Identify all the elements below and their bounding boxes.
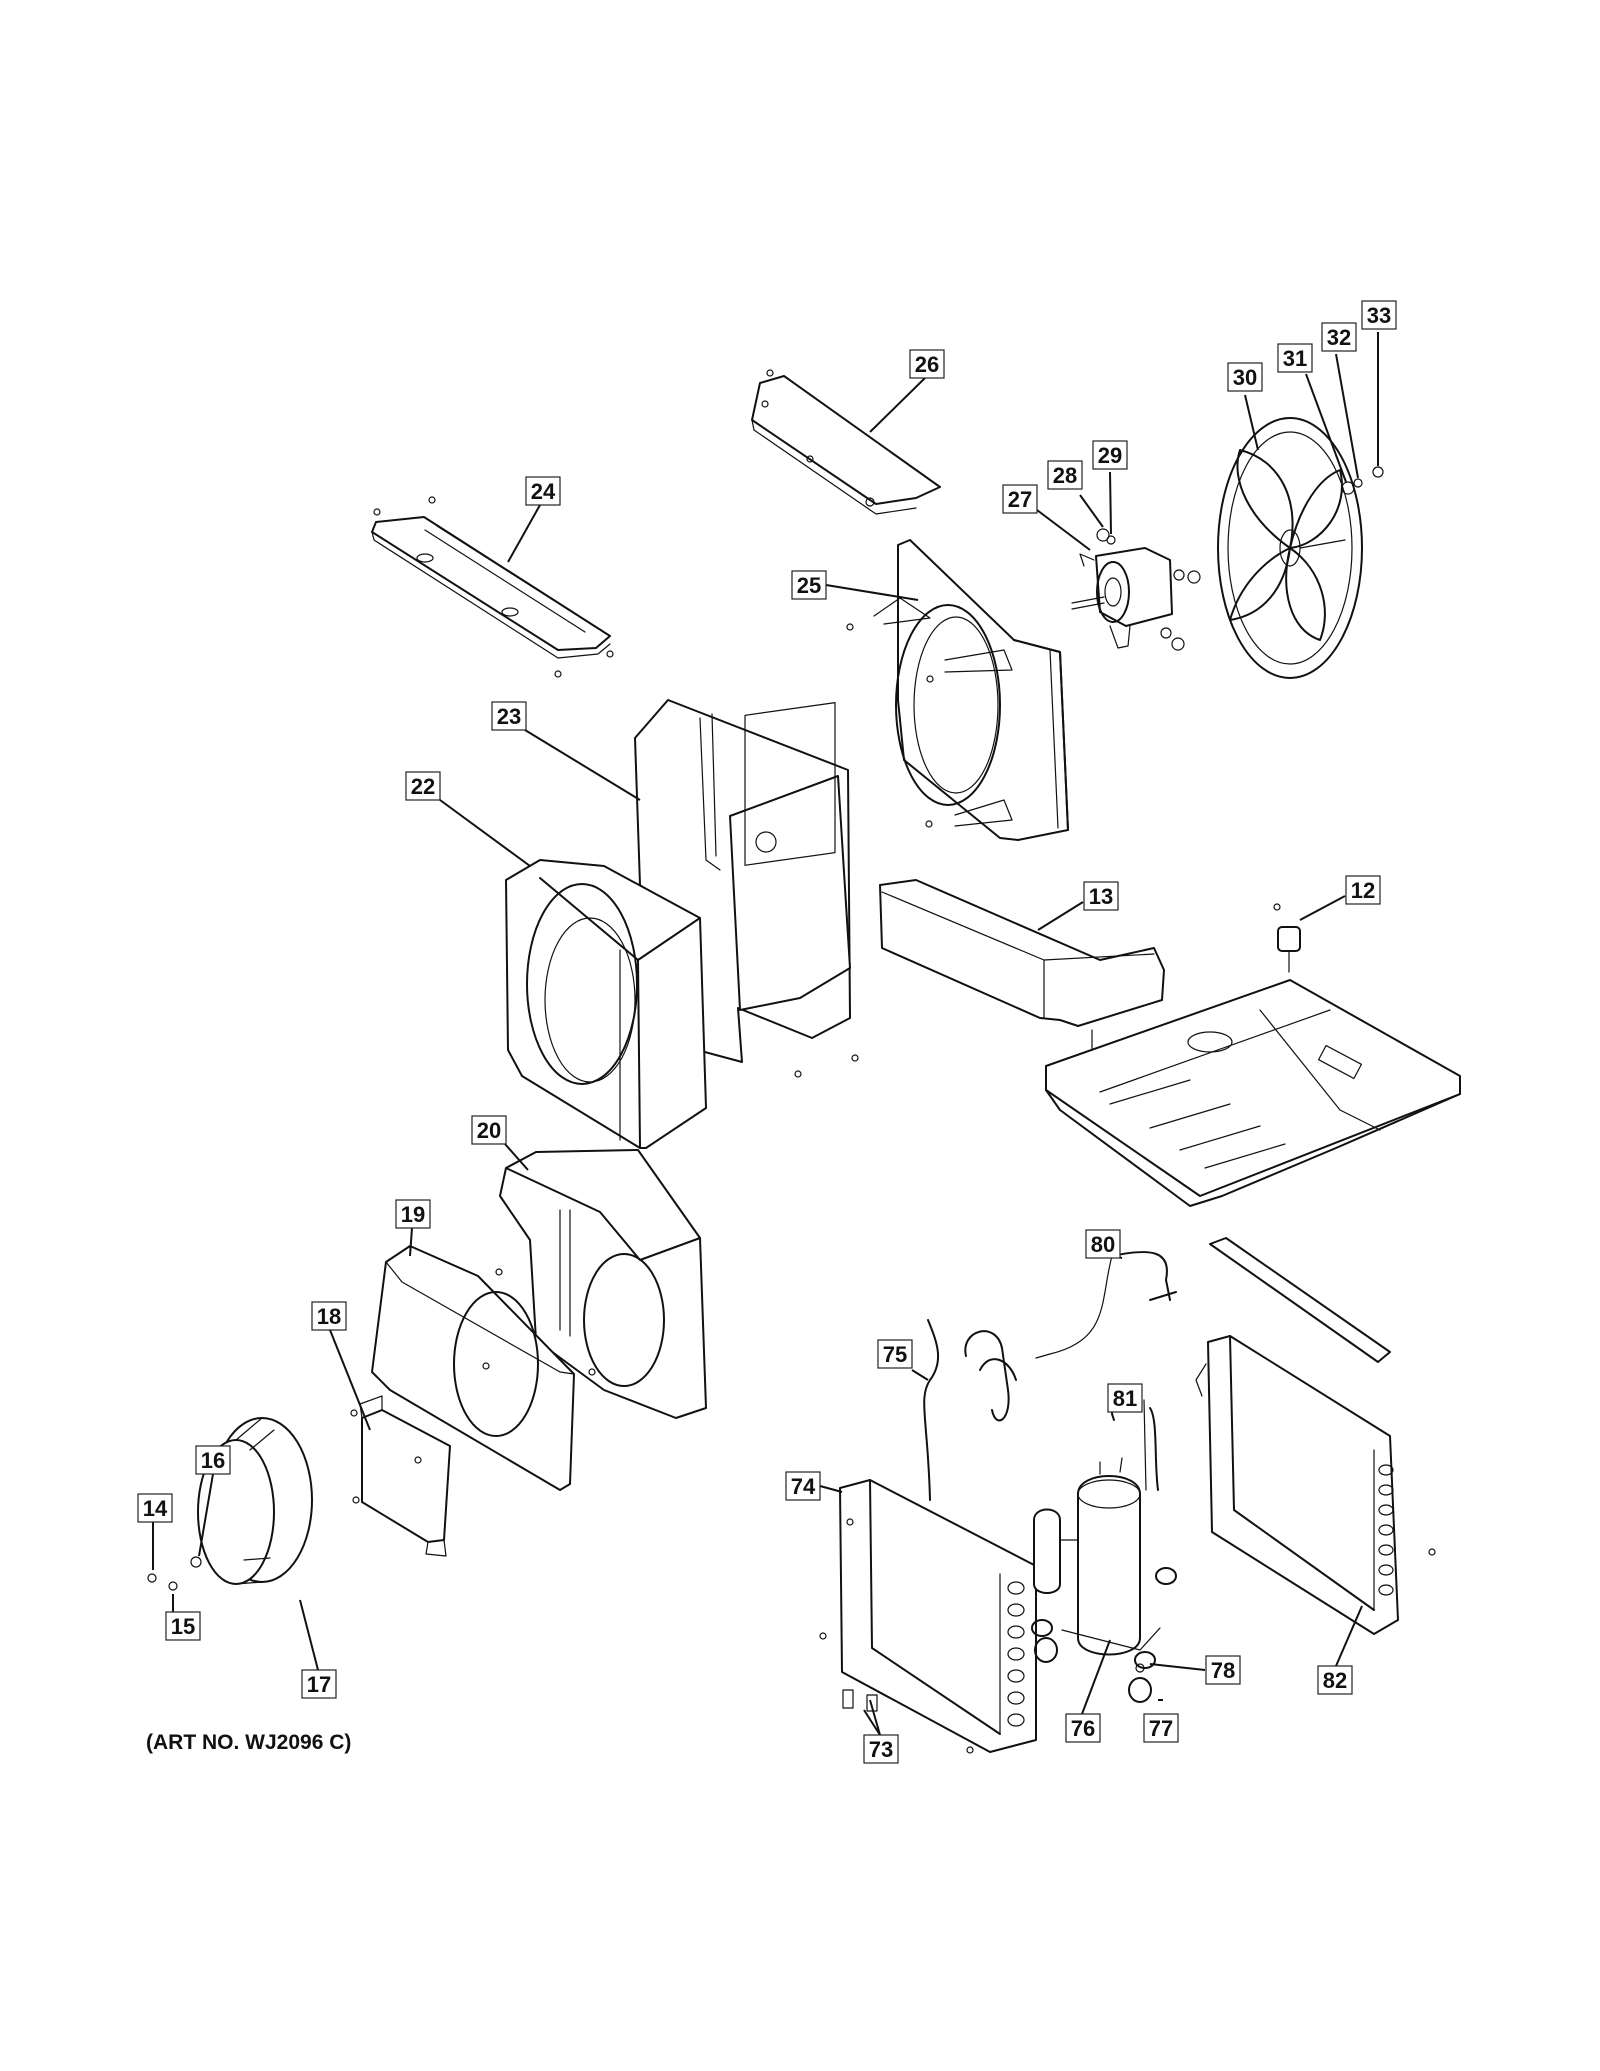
part-27-fan-motor — [1071, 547, 1201, 651]
svg-text:20: 20 — [477, 1118, 501, 1143]
part-77-grommets — [1031, 1567, 1177, 1703]
part-25-fan-shroud — [846, 539, 1069, 841]
callout-74: 74 — [785, 1471, 821, 1501]
part-22-blower-housing — [505, 859, 707, 1149]
part-26-cover-plate — [751, 369, 941, 515]
svg-text:23: 23 — [497, 704, 521, 729]
callout-73: 73 — [863, 1734, 899, 1764]
part-19-scroll-front — [371, 1245, 596, 1491]
callout-25: 25 — [791, 570, 827, 600]
part-24-top-panel — [371, 496, 614, 678]
part-74-condenser-coil — [819, 1479, 1037, 1754]
callout-16: 16 — [195, 1445, 231, 1475]
callout-78: 78 — [1205, 1655, 1241, 1685]
svg-text:81: 81 — [1113, 1386, 1137, 1411]
callout-27: 27 — [1002, 484, 1038, 514]
part-16-washer — [190, 1556, 202, 1568]
part-18-bracket — [350, 1395, 451, 1557]
svg-text:27: 27 — [1008, 487, 1032, 512]
callout-80: 80 — [1085, 1229, 1121, 1259]
callout-24: 24 — [525, 476, 561, 506]
svg-text:14: 14 — [143, 1496, 168, 1521]
base-pan — [1045, 979, 1461, 1207]
callout-22: 22 — [405, 771, 441, 801]
svg-text:76: 76 — [1071, 1716, 1095, 1741]
svg-text:77: 77 — [1149, 1716, 1173, 1741]
svg-text:29: 29 — [1098, 443, 1122, 468]
part-14-nut — [147, 1573, 157, 1583]
svg-text:73: 73 — [869, 1737, 893, 1762]
callout-17: 17 — [301, 1669, 337, 1699]
svg-text:22: 22 — [411, 774, 435, 799]
svg-text:75: 75 — [883, 1342, 907, 1367]
callout-32: 32 — [1321, 322, 1357, 352]
svg-text:13: 13 — [1089, 884, 1113, 909]
callout-19: 19 — [395, 1199, 431, 1229]
callout-26: 26 — [909, 349, 945, 379]
callout-14: 14 — [137, 1493, 173, 1523]
svg-text:17: 17 — [307, 1672, 331, 1697]
svg-text:19: 19 — [401, 1202, 425, 1227]
svg-text:28: 28 — [1053, 463, 1077, 488]
svg-text:74: 74 — [791, 1474, 816, 1499]
callout-29: 29 — [1092, 440, 1128, 470]
callout-18: 18 — [311, 1301, 347, 1331]
part-80-capillary — [1035, 1250, 1177, 1359]
part-82-evaporator-coil — [1195, 1335, 1436, 1635]
callout-13: 13 — [1083, 881, 1119, 911]
svg-text:31: 31 — [1283, 346, 1307, 371]
callout-23: 23 — [491, 701, 527, 731]
art-number: (ART NO. WJ2096 C) — [146, 1731, 352, 1754]
part-76-compressor — [1033, 1457, 1161, 1656]
evaporator-fin-loops — [1378, 1464, 1394, 1596]
callout-12: 12 — [1345, 875, 1381, 905]
part-12-switch — [1273, 903, 1301, 973]
svg-text:78: 78 — [1211, 1658, 1235, 1683]
svg-text:12: 12 — [1351, 878, 1375, 903]
insulation-strip — [1209, 1237, 1391, 1363]
part-33-nut — [1372, 466, 1384, 478]
part-13-drain-pan — [879, 879, 1165, 1091]
part-29-nut — [1106, 535, 1116, 545]
svg-text:25: 25 — [797, 573, 821, 598]
condenser-fin-loops — [1007, 1581, 1025, 1727]
part-17-blower-wheel — [197, 1417, 313, 1585]
part-15-spacer — [168, 1581, 178, 1591]
part-30-fan-blade — [1217, 417, 1363, 679]
part-32-clip — [1353, 478, 1363, 488]
part-73-clips — [842, 1689, 878, 1712]
callout-15: 15 — [165, 1611, 201, 1641]
part-31-washer — [1341, 481, 1355, 495]
callout-20: 20 — [471, 1115, 507, 1145]
part-28-washer — [1096, 528, 1110, 542]
svg-text:24: 24 — [531, 479, 556, 504]
callout-81: 81 — [1107, 1383, 1143, 1413]
svg-text:30: 30 — [1233, 365, 1257, 390]
callout-33: 33 — [1361, 300, 1397, 330]
callout-31: 31 — [1277, 343, 1313, 373]
callout-76: 76 — [1065, 1713, 1101, 1743]
callout-82: 82 — [1317, 1665, 1353, 1695]
callout-28: 28 — [1047, 460, 1083, 490]
svg-text:80: 80 — [1091, 1232, 1115, 1257]
svg-text:15: 15 — [171, 1614, 195, 1639]
callout-30: 30 — [1227, 362, 1263, 392]
svg-text:16: 16 — [201, 1448, 225, 1473]
svg-text:26: 26 — [915, 352, 939, 377]
part-78-washer — [1135, 1663, 1145, 1673]
svg-text:33: 33 — [1367, 303, 1391, 328]
callout-75: 75 — [877, 1339, 913, 1369]
callout-77: 77 — [1143, 1713, 1179, 1743]
part-75-tubing — [923, 1319, 1017, 1501]
svg-text:32: 32 — [1327, 325, 1351, 350]
svg-text:82: 82 — [1323, 1668, 1347, 1693]
svg-text:18: 18 — [317, 1304, 341, 1329]
